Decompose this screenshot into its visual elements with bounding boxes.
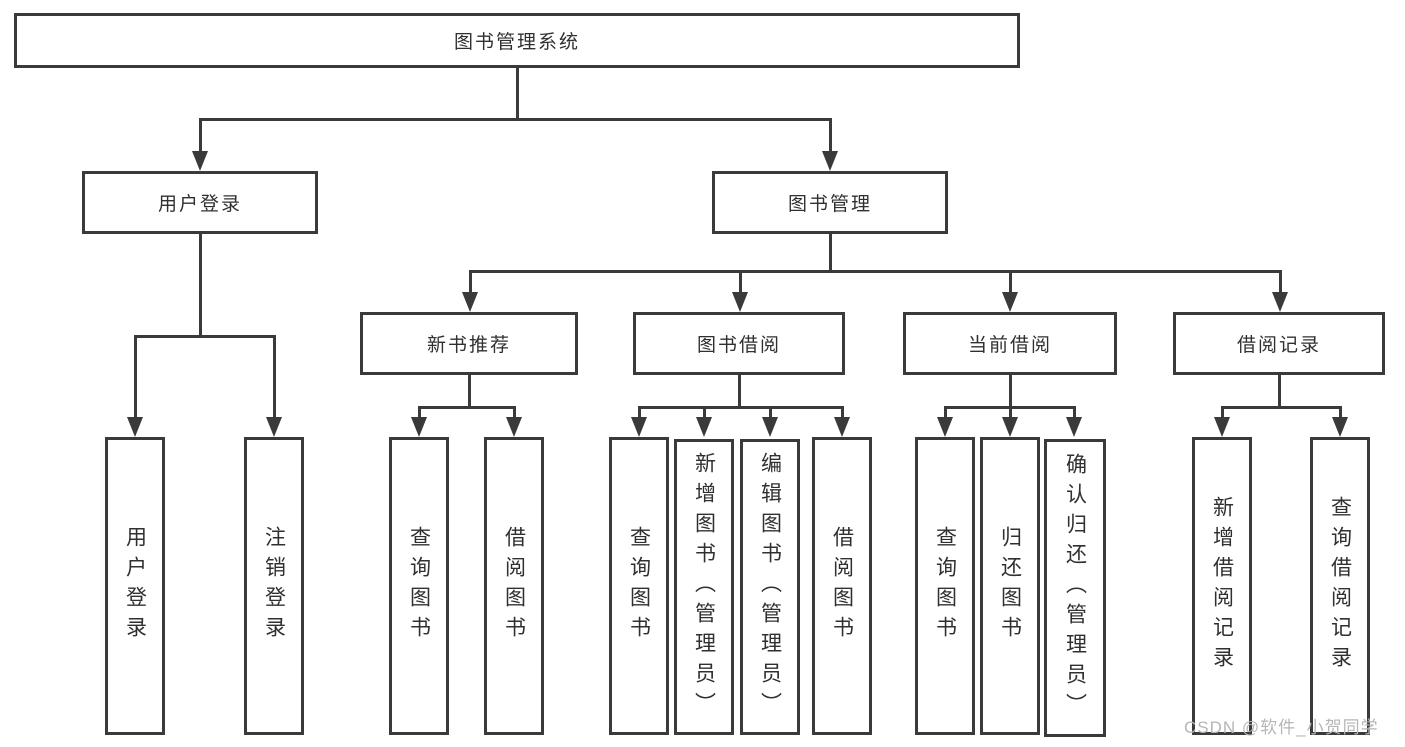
connector-vline <box>468 270 472 292</box>
leaf-user-login: 用户登录 <box>105 437 165 735</box>
node-label: 新增图书（管理员） <box>692 452 716 722</box>
node-new-book-recommendation: 新书推荐 <box>360 312 578 375</box>
connector-vline <box>1008 375 1012 406</box>
connector-vline <box>828 118 832 151</box>
leaf-return-books: 归还图书 <box>980 437 1040 735</box>
node-label: 查询图书 <box>933 526 957 646</box>
connector-vline <box>198 118 202 151</box>
connector-vline <box>828 234 832 270</box>
connector-vline <box>1338 406 1342 417</box>
leaf-logout: 注销登录 <box>244 437 304 735</box>
node-label: 图书管理 <box>787 194 872 215</box>
node-label: 新书推荐 <box>426 335 511 356</box>
node-current-borrowing: 当前借阅 <box>903 312 1117 375</box>
leaf-add-borrow-record: 新增借阅记录 <box>1192 437 1252 735</box>
connector-hline <box>417 406 516 409</box>
node-book-borrowing: 图书借阅 <box>633 312 845 375</box>
connector-vline <box>737 375 741 406</box>
arrowhead-down-icon <box>462 292 478 312</box>
arrowhead-down-icon <box>506 417 522 437</box>
node-label: 注销登录 <box>262 526 286 646</box>
node-label: 确认归还（管理员） <box>1063 453 1087 723</box>
arrowhead-down-icon <box>1272 292 1288 312</box>
connector-vline <box>702 406 706 417</box>
connector-vline <box>1278 270 1282 292</box>
connector-vline <box>1277 375 1281 406</box>
node-label: 借阅记录 <box>1236 335 1321 356</box>
connector-vline <box>1008 406 1012 417</box>
node-label: 借阅图书 <box>502 526 526 646</box>
connector-vline <box>133 335 137 417</box>
connector-vline <box>840 406 844 417</box>
connector-vline <box>943 406 947 417</box>
arrowhead-down-icon <box>1214 417 1230 437</box>
connector-vline <box>1220 406 1224 417</box>
node-label: 查询图书 <box>407 526 431 646</box>
node-label: 借阅图书 <box>830 526 854 646</box>
arrowhead-down-icon <box>192 151 208 171</box>
node-label: 用户登录 <box>157 194 242 215</box>
connector-vline <box>512 406 516 417</box>
arrowhead-down-icon <box>1332 417 1348 437</box>
arrowhead-down-icon <box>834 417 850 437</box>
leaf-query-books-recommend: 查询图书 <box>389 437 449 735</box>
connector-vline <box>1008 270 1012 292</box>
leaf-query-borrow-record: 查询借阅记录 <box>1310 437 1370 735</box>
node-borrowing-records: 借阅记录 <box>1173 312 1385 375</box>
node-user-login: 用户登录 <box>82 171 318 234</box>
node-label: 编辑图书（管理员） <box>758 452 782 722</box>
connector-hline <box>198 118 832 121</box>
leaf-query-books-borrow: 查询图书 <box>609 437 669 735</box>
leaf-borrow-books: 借阅图书 <box>812 437 872 735</box>
connector-vline <box>738 270 742 292</box>
connector-hline <box>637 406 844 409</box>
leaf-edit-books-admin: 编辑图书（管理员） <box>740 439 800 735</box>
connector-vline <box>637 406 641 417</box>
arrowhead-down-icon <box>937 417 953 437</box>
node-label: 新增借阅记录 <box>1210 496 1234 676</box>
arrowhead-down-icon <box>1002 417 1018 437</box>
csdn-watermark: CSDN @软件_小贺同学 <box>1184 718 1379 737</box>
arrowhead-down-icon <box>411 417 427 437</box>
arrowhead-down-icon <box>822 151 838 171</box>
leaf-confirm-return-admin: 确认归还（管理员） <box>1044 439 1106 737</box>
leaf-query-books-current: 查询图书 <box>915 437 975 735</box>
arrowhead-down-icon <box>732 292 748 312</box>
connector-hline <box>133 335 276 338</box>
connector-hline <box>468 270 1282 273</box>
node-label: 用户登录 <box>123 526 147 646</box>
node-label: 归还图书 <box>998 526 1022 646</box>
connector-vline <box>467 375 471 406</box>
arrowhead-down-icon <box>266 417 282 437</box>
node-label: 图书管理系统 <box>453 32 580 53</box>
arrowhead-down-icon <box>1066 417 1082 437</box>
arrowhead-down-icon <box>631 417 647 437</box>
arrowhead-down-icon <box>696 417 712 437</box>
node-label: 查询图书 <box>627 526 651 646</box>
connector-vline <box>198 234 202 335</box>
connector-hline <box>1220 406 1342 409</box>
node-label: 当前借阅 <box>967 335 1052 356</box>
connector-vline <box>272 335 276 417</box>
leaf-borrow-books-recommend: 借阅图书 <box>484 437 544 735</box>
arrowhead-down-icon <box>762 417 778 437</box>
node-label: 图书借阅 <box>696 335 781 356</box>
leaf-add-books-admin: 新增图书（管理员） <box>674 439 734 735</box>
node-library-management-system: 图书管理系统 <box>14 13 1020 68</box>
connector-vline <box>515 68 519 118</box>
arrowhead-down-icon <box>127 417 143 437</box>
node-book-management: 图书管理 <box>712 171 948 234</box>
connector-vline <box>417 406 421 417</box>
arrowhead-down-icon <box>1002 292 1018 312</box>
node-label: 查询借阅记录 <box>1328 496 1352 676</box>
connector-vline <box>1072 406 1076 417</box>
connector-vline <box>768 406 772 417</box>
